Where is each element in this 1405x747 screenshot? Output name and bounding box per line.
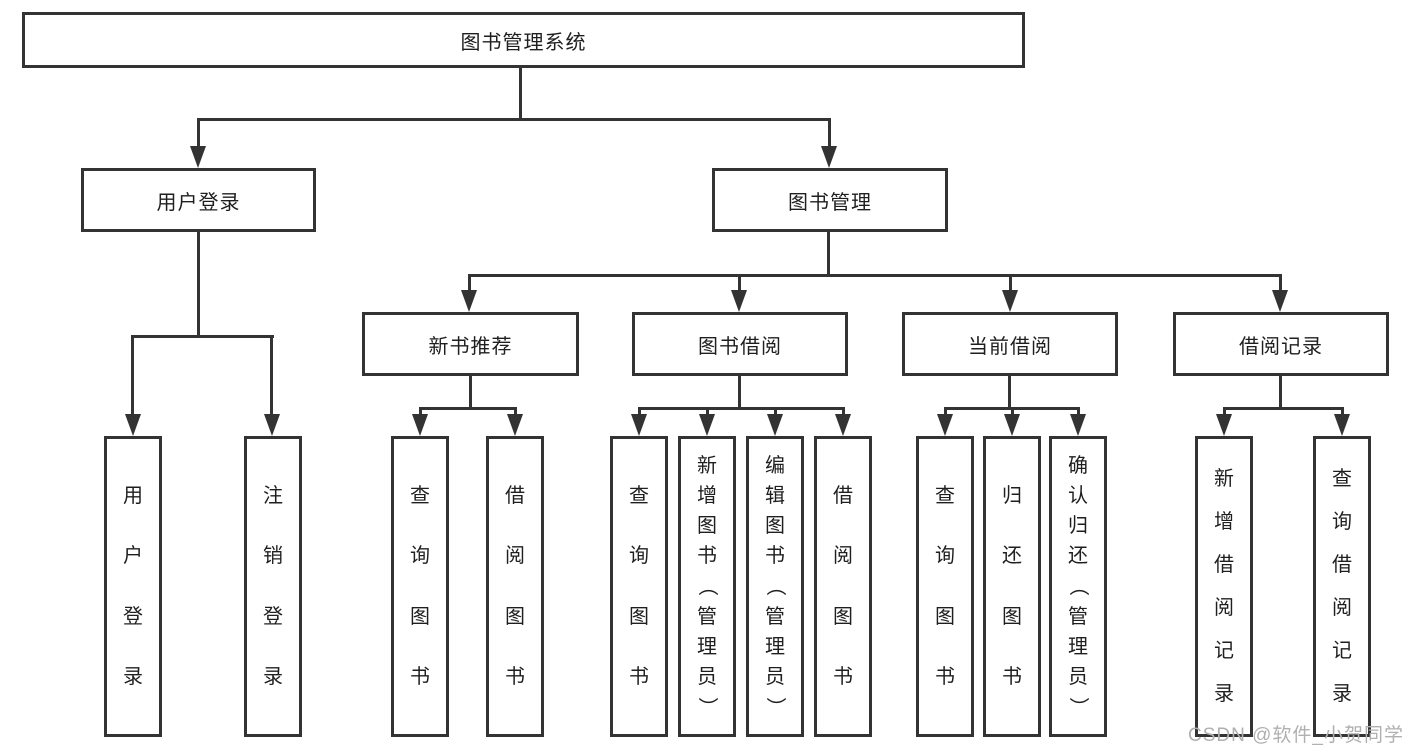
connector-drop-nb-borrow xyxy=(514,407,517,416)
node-leaf-br-query-record: 查询借阅记录 xyxy=(1313,436,1371,737)
node-leaf-bb-add-books-admin: 新增图书（管理员） xyxy=(678,436,736,737)
connector-current-borrow-trunk xyxy=(1008,376,1011,407)
node-label: 图书管理 xyxy=(788,191,872,214)
node-label: 查询图书 xyxy=(935,485,955,688)
arrow-down-bb-add xyxy=(699,414,715,436)
node-label: 新书推荐 xyxy=(428,335,513,358)
connector-user-login-branch xyxy=(132,335,274,338)
connector-drop-login-leaf xyxy=(131,335,134,416)
node-leaf-bb-edit-books-admin: 编辑图书（管理员） xyxy=(746,436,804,737)
node-book-borrow: 图书借阅 xyxy=(632,312,848,376)
node-label: 图书借阅 xyxy=(698,335,782,358)
node-leaf-nb-query-books: 查询图书 xyxy=(391,436,449,737)
node-leaf-cb-query-books: 查询图书 xyxy=(916,436,974,737)
connector-drop-logout-leaf xyxy=(270,335,273,416)
node-label: 查询图书 xyxy=(629,485,649,688)
node-leaf-user-login: 用户登录 xyxy=(104,436,162,737)
node-label: 用户登录 xyxy=(156,191,241,214)
connector-root-trunk xyxy=(519,68,522,118)
node-borrow-records: 借阅记录 xyxy=(1173,312,1389,376)
arrow-down-br-add xyxy=(1216,414,1232,436)
connector-drop-new-books xyxy=(468,274,471,292)
arrow-down-cb-return xyxy=(1004,414,1020,436)
connector-drop-current-borrow xyxy=(1009,274,1012,292)
arrow-down-new-books xyxy=(461,290,477,312)
connector-drop-borrow-records xyxy=(1279,274,1282,292)
csdn-watermark: CSDN @软件_小贺同学 xyxy=(1188,725,1404,746)
arrow-down-user-login xyxy=(190,146,206,168)
arrow-down-nb-borrow xyxy=(507,414,523,436)
node-leaf-bb-borrow-books: 借阅图书 xyxy=(814,436,872,737)
connector-root-branch xyxy=(197,118,831,121)
connector-drop-br-query xyxy=(1341,407,1344,416)
arrow-down-bb-edit xyxy=(767,414,783,436)
node-label: 新增借阅记录 xyxy=(1214,468,1234,705)
connector-new-books-branch xyxy=(419,407,516,410)
node-user-login: 用户登录 xyxy=(81,168,316,232)
arrow-down-borrow-records xyxy=(1272,290,1288,312)
node-current-borrow: 当前借阅 xyxy=(902,312,1118,376)
connector-drop-cb-return xyxy=(1011,407,1014,416)
connector-book-borrow-branch xyxy=(638,407,844,410)
arrow-down-br-query xyxy=(1334,414,1350,436)
connector-drop-bb-borrow xyxy=(842,407,845,416)
node-label: 当前借阅 xyxy=(968,335,1052,358)
node-library-management-system: 图书管理系统 xyxy=(22,12,1025,68)
node-leaf-nb-borrow-books: 借阅图书 xyxy=(486,436,544,737)
node-label: 查询图书 xyxy=(410,485,430,688)
connector-drop-cb-confirm xyxy=(1077,407,1080,416)
node-label: 用户登录 xyxy=(123,485,143,688)
node-label: 借阅图书 xyxy=(833,485,853,688)
node-leaf-bb-query-books: 查询图书 xyxy=(610,436,668,737)
node-label: 新增图书（管理员） xyxy=(696,455,718,717)
connector-book-borrow-trunk xyxy=(738,376,741,407)
arrow-down-cb-query xyxy=(937,414,953,436)
node-label: 编辑图书（管理员） xyxy=(764,455,786,717)
connector-drop-cb-query xyxy=(944,407,947,416)
node-leaf-cb-confirm-return-admin: 确认归还（管理员） xyxy=(1049,436,1107,737)
node-leaf-br-add-record: 新增借阅记录 xyxy=(1195,436,1253,737)
connector-drop-book-borrow xyxy=(738,274,741,292)
arrow-down-bb-query xyxy=(631,414,647,436)
node-book-mgmt: 图书管理 xyxy=(712,168,948,232)
arrow-down-book-borrow xyxy=(731,290,747,312)
connector-book-mgmt-branch xyxy=(468,274,1281,277)
arrow-down-logout-leaf xyxy=(264,414,280,436)
arrow-down-login-leaf xyxy=(125,414,141,436)
connector-drop-book-mgmt xyxy=(828,118,831,148)
connector-drop-nb-query xyxy=(419,407,422,416)
node-label: 归还图书 xyxy=(1002,485,1022,688)
node-label: 图书管理系统 xyxy=(460,31,587,54)
connector-drop-bb-add xyxy=(706,407,709,416)
arrow-down-nb-query xyxy=(412,414,428,436)
connector-drop-br-add xyxy=(1223,407,1226,416)
connector-borrow-records-branch xyxy=(1223,407,1343,410)
node-label: 注销登录 xyxy=(263,485,283,688)
connector-book-mgmt-trunk xyxy=(827,232,830,275)
arrow-down-current-borrow xyxy=(1002,290,1018,312)
node-leaf-logout: 注销登录 xyxy=(244,436,302,737)
connector-user-login-trunk xyxy=(197,232,200,336)
connector-borrow-records-trunk xyxy=(1279,376,1282,407)
connector-drop-user-login xyxy=(197,118,200,148)
node-label: 查询借阅记录 xyxy=(1332,468,1352,705)
connector-drop-bb-edit xyxy=(774,407,777,416)
arrow-down-bb-borrow xyxy=(835,414,851,436)
node-new-books: 新书推荐 xyxy=(362,312,579,376)
arrow-down-cb-confirm xyxy=(1070,414,1086,436)
node-label: 借阅记录 xyxy=(1239,335,1323,358)
node-label: 确认归还（管理员） xyxy=(1067,455,1089,717)
node-leaf-cb-return-books: 归还图书 xyxy=(983,436,1041,737)
connector-new-books-trunk xyxy=(469,376,472,407)
connector-drop-bb-query xyxy=(638,407,641,416)
arrow-down-book-mgmt xyxy=(821,146,837,168)
node-label: 借阅图书 xyxy=(505,485,525,688)
